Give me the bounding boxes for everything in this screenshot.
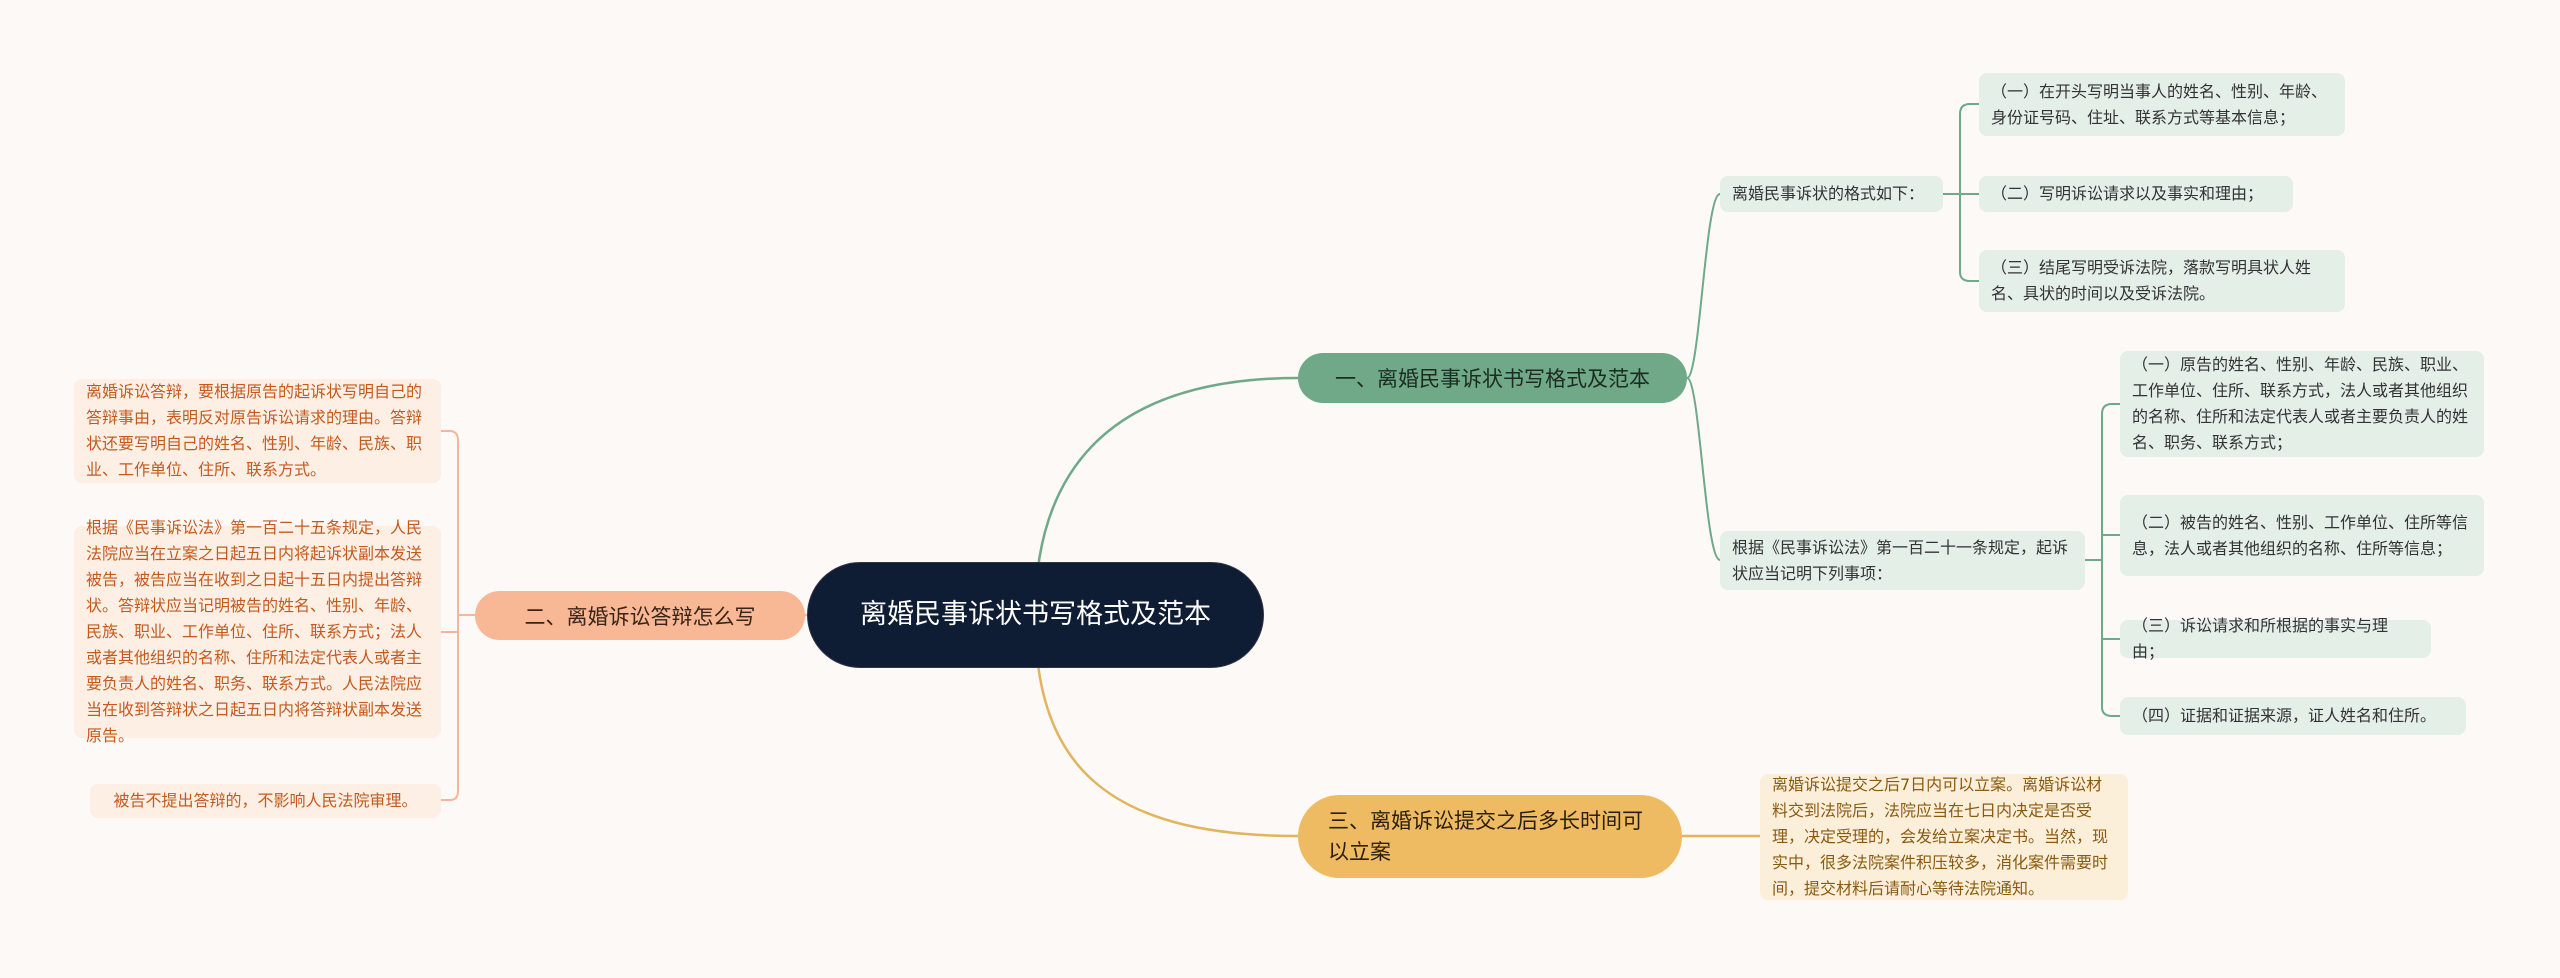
leaf-text: 离婚诉讼答辩，要根据原告的起诉状写明自己的答辩事由，表明反对原告诉讼请求的理由。…	[86, 382, 423, 479]
leaf-2-4[interactable]: （四）证据和证据来源，证人姓名和住所。	[2120, 697, 2466, 735]
leaf-text: 根据《民事诉讼法》第一百二十五条规定，人民法院应当在立案之日起五日内将起诉状副本…	[86, 518, 423, 745]
root-node[interactable]: 离婚民事诉状书写格式及范本	[807, 562, 1264, 668]
leaf-b2-1[interactable]: 离婚诉讼答辩，要根据原告的起诉状写明自己的答辩事由，表明反对原告诉讼请求的理由。…	[74, 379, 441, 483]
leaf-text: （二）被告的姓名、性别、工作单位、住所等信息，法人或者其他组织的名称、住所等信息…	[2132, 512, 2469, 558]
sub-label: 离婚民事诉状的格式如下：	[1732, 184, 1925, 203]
branch-1-node[interactable]: 一、离婚民事诉状书写格式及范本	[1298, 353, 1687, 403]
leaf-text: （一）原告的姓名、性别、年龄、民族、职业、工作单位、住所、联系方式，法人或者其他…	[2132, 355, 2469, 452]
leaf-text: （二）写明诉讼请求以及事实和理由；	[1991, 184, 2264, 203]
leaf-b2-3[interactable]: 被告不提出答辩的，不影响人民法院审理。	[90, 784, 441, 818]
branch-3-node[interactable]: 三、离婚诉讼提交之后多长时间可以立案	[1298, 795, 1682, 878]
branch-1-label: 一、离婚民事诉状书写格式及范本	[1335, 367, 1650, 391]
leaf-1-3[interactable]: （三）结尾写明受诉法院，落款写明具状人姓名、具状的时间以及受诉法院。	[1979, 250, 2345, 312]
branch-1-sub-2[interactable]: 根据《民事诉讼法》第一百二十一条规定，起诉状应当记明下列事项：	[1720, 531, 2085, 590]
leaf-1-1[interactable]: （一）在开头写明当事人的姓名、性别、年龄、身份证号码、住址、联系方式等基本信息；	[1979, 73, 2345, 136]
sub-label: 根据《民事诉讼法》第一百二十一条规定，起诉状应当记明下列事项：	[1732, 537, 2069, 583]
root-title: 离婚民事诉状书写格式及范本	[860, 599, 1211, 630]
leaf-2-2[interactable]: （二）被告的姓名、性别、工作单位、住所等信息，法人或者其他组织的名称、住所等信息…	[2120, 495, 2484, 576]
leaf-text: （三）诉讼请求和所根据的事实与理由；	[2132, 616, 2389, 661]
branch-1-sub-1[interactable]: 离婚民事诉状的格式如下：	[1720, 176, 1943, 212]
leaf-b2-2[interactable]: 根据《民事诉讼法》第一百二十五条规定，人民法院应当在立案之日起五日内将起诉状副本…	[74, 518, 441, 745]
leaf-text: （三）结尾写明受诉法院，落款写明具状人姓名、具状的时间以及受诉法院。	[1991, 258, 2312, 303]
leaf-text: （四）证据和证据来源，证人姓名和住所。	[2132, 706, 2437, 725]
leaf-2-1[interactable]: （一）原告的姓名、性别、年龄、民族、职业、工作单位、住所、联系方式，法人或者其他…	[2120, 351, 2484, 457]
leaf-text: 离婚诉讼提交之后7日内可以立案。离婚诉讼材料交到法院后，法院应当在七日内决定是否…	[1772, 775, 2109, 898]
leaf-text: （一）在开头写明当事人的姓名、性别、年龄、身份证号码、住址、联系方式等基本信息；	[1991, 81, 2328, 127]
leaf-1-2[interactable]: （二）写明诉讼请求以及事实和理由；	[1979, 176, 2293, 212]
leaf-2-3[interactable]: （三）诉讼请求和所根据的事实与理由；	[2120, 616, 2431, 661]
leaf-b3-1[interactable]: 离婚诉讼提交之后7日内可以立案。离婚诉讼材料交到法院后，法院应当在七日内决定是否…	[1760, 774, 2128, 900]
branch-2-label: 二、离婚诉讼答辩怎么写	[524, 604, 756, 629]
branch-3-label: 三、离婚诉讼提交之后多长时间可以立案	[1328, 808, 1643, 864]
leaf-text: 被告不提出答辩的，不影响人民法院审理。	[113, 791, 418, 810]
branch-2-node[interactable]: 二、离婚诉讼答辩怎么写	[475, 591, 805, 640]
